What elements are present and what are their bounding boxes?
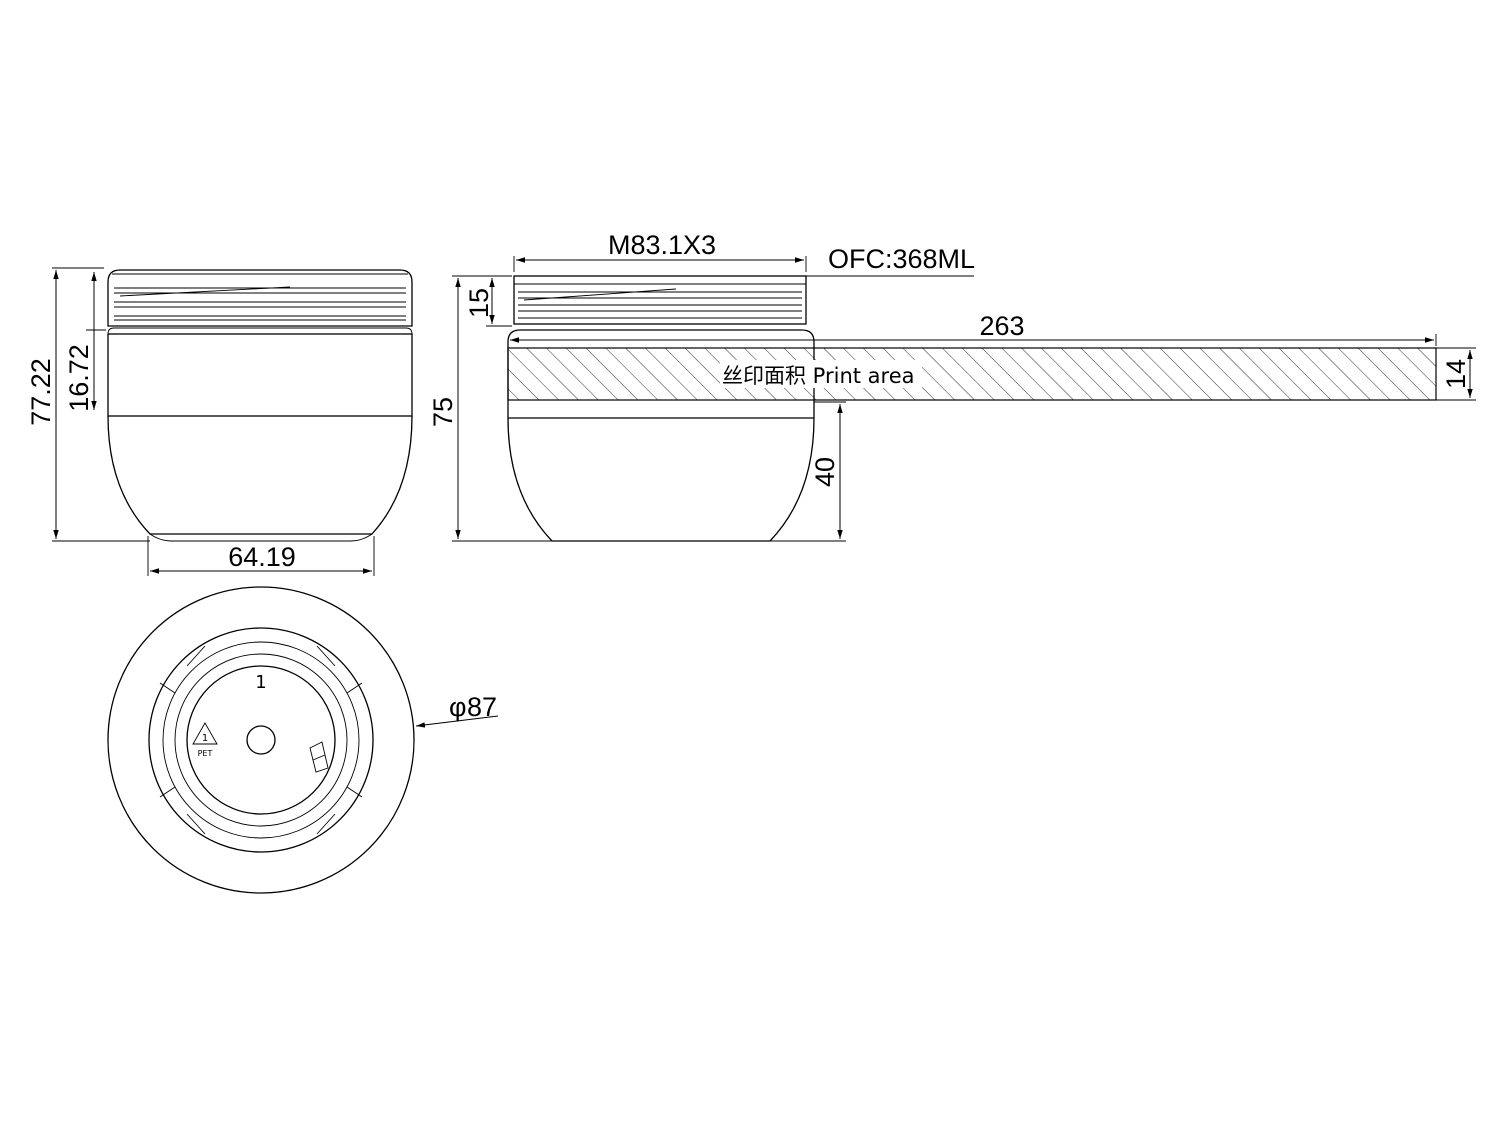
- capacity-label: OFC:368ML: [828, 244, 975, 274]
- bottom-outer-circle: [107, 586, 415, 894]
- front-cap-top: [107, 269, 413, 327]
- front-thread-helix: [119, 286, 291, 297]
- segment-tick: [159, 786, 176, 798]
- recycle-material-label: PET: [198, 749, 213, 758]
- segment-tick: [346, 786, 363, 798]
- front-view: 77.22 16.72 64.19: [26, 267, 413, 576]
- front-body-bowl: [107, 415, 413, 535]
- front-body-band: [107, 333, 413, 417]
- dim-base-width-label: 64.19: [228, 542, 296, 572]
- segment-tick: [159, 682, 176, 694]
- thread-spec-label: M83.1X3: [608, 230, 716, 260]
- dim-cap-band-height-label: 16.72: [64, 344, 94, 412]
- date-code-mark: [309, 741, 329, 773]
- front-shoulder: [107, 327, 413, 335]
- side-shoulder: [507, 329, 815, 343]
- bottom-gate-point: [246, 725, 276, 755]
- bottom-view: 1 1 PET φ 87: [107, 586, 499, 894]
- print-area-band: [507, 347, 1437, 401]
- bottom-segment-ticks: [159, 645, 363, 835]
- mold-cavity-number: 1: [255, 672, 266, 693]
- recycle-triangle: [192, 722, 218, 745]
- bottom-base-ring: [148, 627, 374, 853]
- dim-diameter-symbol: φ: [449, 692, 467, 722]
- bottom-inner-ring: [162, 641, 360, 839]
- dim-print-area-height-label: 14: [1441, 359, 1471, 389]
- bottom-center-recess: [186, 665, 336, 815]
- side-thread-helix: [523, 288, 677, 301]
- dim-diameter-label: 87: [467, 692, 497, 722]
- bottom-inner-ring: [174, 653, 348, 827]
- segment-tick: [316, 645, 336, 667]
- dim-lower-height-label: 40: [810, 457, 840, 487]
- recycle-icon: 1 PET: [192, 722, 218, 758]
- segment-tick: [186, 645, 206, 667]
- side-view: 丝印面积 Print area M83.1X3 OFC:368ML 15 75 …: [428, 230, 1476, 542]
- print-area-label-bg: [720, 360, 922, 388]
- front-base-foot: [149, 533, 373, 542]
- date-code-box: [309, 741, 329, 773]
- dim-total-height-front-label: 77.22: [26, 358, 56, 426]
- date-code-divider: [312, 754, 326, 761]
- dim-neck-height-label: 15: [464, 288, 494, 318]
- recycle-code-number: 1: [202, 733, 208, 744]
- segment-tick: [346, 682, 363, 694]
- segment-tick: [316, 813, 336, 835]
- dim-print-area-length-label: 263: [979, 311, 1024, 341]
- dim-diameter-leader: [415, 715, 499, 728]
- segment-tick: [186, 813, 206, 835]
- side-body-bowl: [507, 417, 815, 542]
- side-neck: [513, 275, 807, 325]
- dim-total-height-side-label: 75: [428, 397, 458, 427]
- print-area-label: 丝印面积 Print area: [722, 364, 915, 388]
